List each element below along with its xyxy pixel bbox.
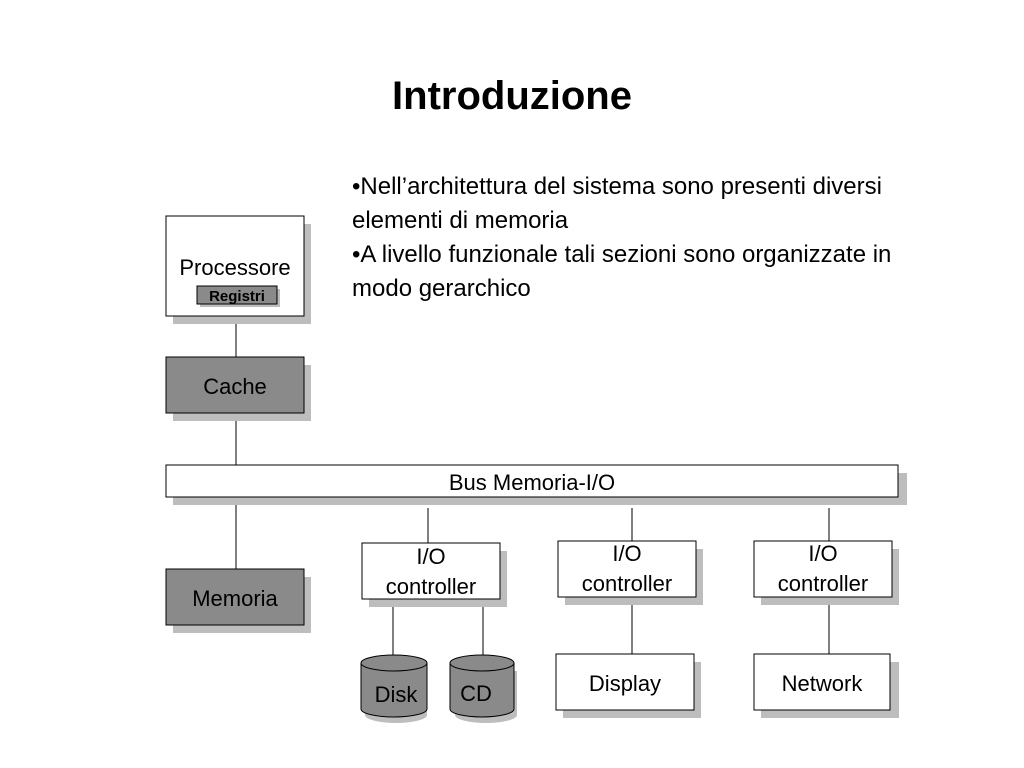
bus-bar: Bus Memoria-I/O [165, 464, 907, 505]
bullet-item: •Nell’architettura del sistema sono pres… [352, 173, 882, 234]
memory-label: Memoria [192, 586, 278, 611]
registers-label: Registri [209, 288, 265, 305]
cache-box: Cache [165, 356, 311, 421]
io-controller-label: I/O [416, 544, 445, 569]
io-controller-label: I/O [612, 541, 641, 566]
io-controller-label: I/O [808, 541, 837, 566]
network-label: Network [782, 671, 864, 696]
io-controller-label: controller [582, 571, 672, 596]
memory-box: Memoria [165, 568, 311, 633]
processor-label: Processore [179, 255, 290, 280]
connectors [235, 316, 830, 660]
bullet-list: •Nell’architettura del sistema sono pres… [352, 170, 912, 306]
io-controller-label: controller [386, 574, 476, 599]
slide-title: Introduzione [392, 74, 632, 118]
display-box: Display [555, 653, 701, 718]
bullet-item: •A livello funzionale tali sezioni sono … [352, 241, 892, 302]
processor-box: Processore Registri [165, 215, 311, 324]
io-controller-label: controller [778, 571, 868, 596]
disk-cylinder: Disk [360, 654, 428, 723]
cache-label: Cache [203, 374, 267, 399]
network-box: Network [753, 653, 899, 718]
io-controller-disk: I/O controller [361, 542, 507, 607]
io-controller-network: I/O controller [753, 540, 899, 605]
display-label: Display [589, 671, 661, 696]
bus-label: Bus Memoria-I/O [449, 470, 615, 495]
cd-label: CD [460, 681, 492, 706]
disk-label: Disk [375, 682, 419, 707]
cd-cylinder: CD [449, 654, 517, 723]
io-controller-display: I/O controller [557, 540, 703, 605]
